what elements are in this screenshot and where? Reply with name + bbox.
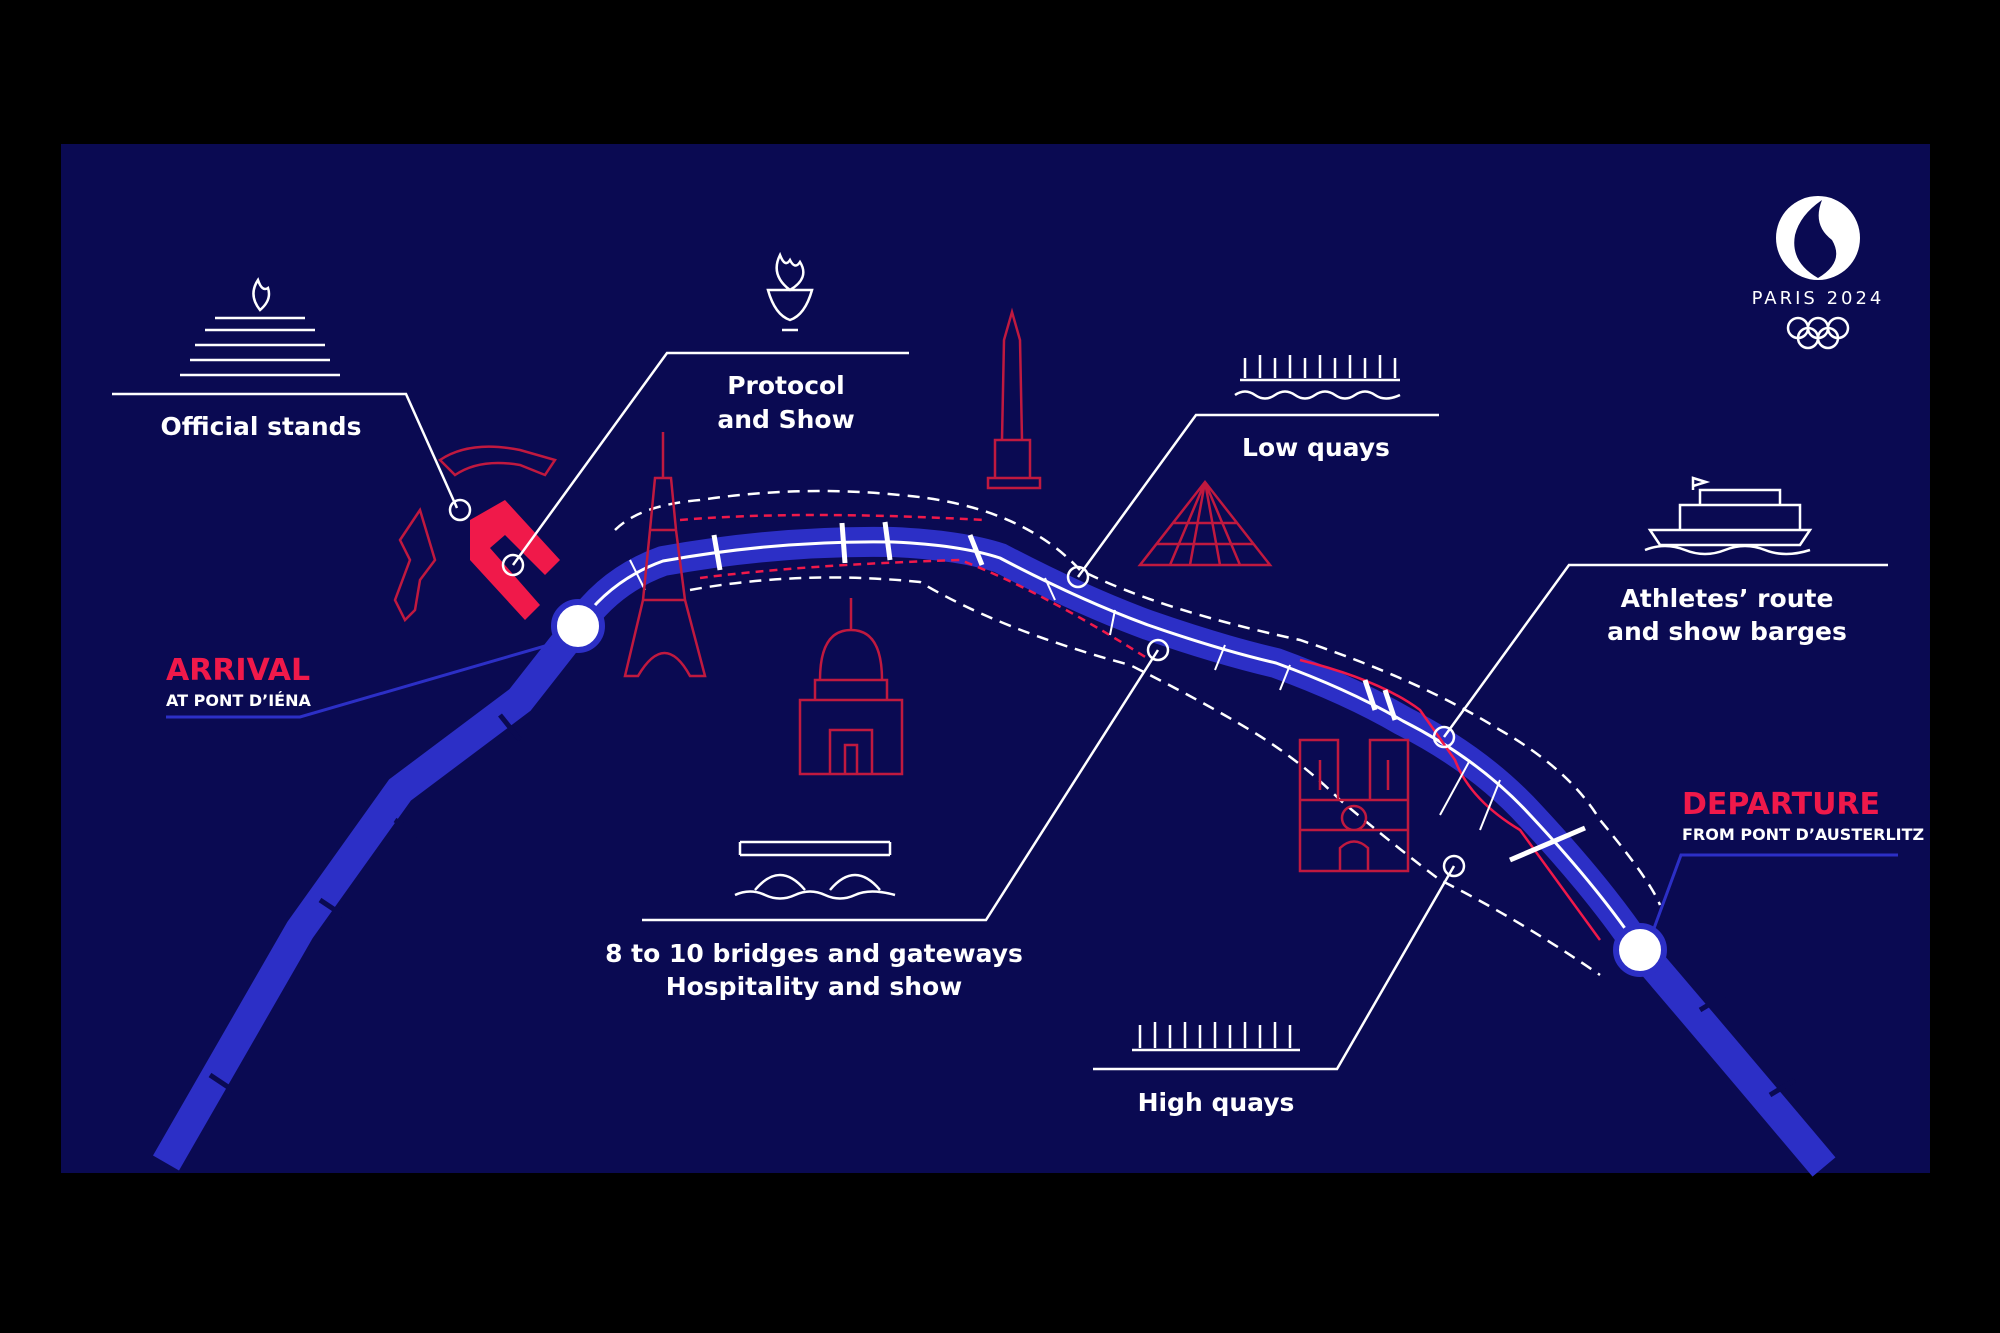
official-stands-label: Official stands — [161, 412, 362, 441]
paris-2024-logo: PARIS 2024 — [1752, 196, 1885, 350]
river-segments — [208, 713, 1797, 1098]
eiffel-tower-icon — [623, 432, 707, 678]
arrival-point[interactable] — [551, 599, 605, 653]
invalides-icon — [798, 598, 904, 776]
bridges — [711, 521, 1586, 863]
obelisk-icon — [986, 307, 1042, 490]
high-quays-label: High quays — [1138, 1088, 1295, 1117]
flame-icon — [766, 251, 814, 332]
athletes-label-2: and show barges — [1607, 617, 1847, 646]
bridges-label-2: Hospitality and show — [666, 972, 963, 1001]
athletes-label-1: Athletes’ route — [1621, 584, 1834, 613]
official-stands-icon — [180, 277, 340, 377]
arrival-subtitle: AT PONT D’IÉNA — [166, 691, 311, 710]
map-panel — [61, 144, 1930, 1173]
notre-dame-icon — [1298, 738, 1410, 873]
arrival-title: ARRIVAL — [166, 653, 310, 688]
departure-title: DEPARTURE — [1682, 787, 1880, 822]
trocadero-stands — [393, 445, 560, 623]
departure-subtitle: FROM PONT D’AUSTERLITZ — [1682, 825, 1924, 844]
departure-point[interactable] — [1613, 923, 1667, 977]
athletes-route-line — [576, 540, 1642, 951]
low-quays-label: Low quays — [1242, 433, 1390, 462]
protocol-label-2: and Show — [717, 405, 854, 434]
logo-text: PARIS 2024 — [1752, 288, 1885, 309]
bridge-icon — [734, 840, 896, 900]
barge-icon — [1644, 476, 1813, 556]
olympic-rings-icon — [1786, 316, 1850, 350]
gateways — [629, 559, 1501, 831]
bridges-label-1: 8 to 10 bridges and gateways — [605, 939, 1023, 968]
protocol-label-1: Protocol — [727, 371, 845, 400]
low-quays-icon — [1234, 355, 1401, 400]
louvre-pyramid-icon — [1137, 479, 1273, 567]
security-perimeter — [614, 489, 1662, 906]
high-quays-icon — [1132, 1022, 1300, 1052]
